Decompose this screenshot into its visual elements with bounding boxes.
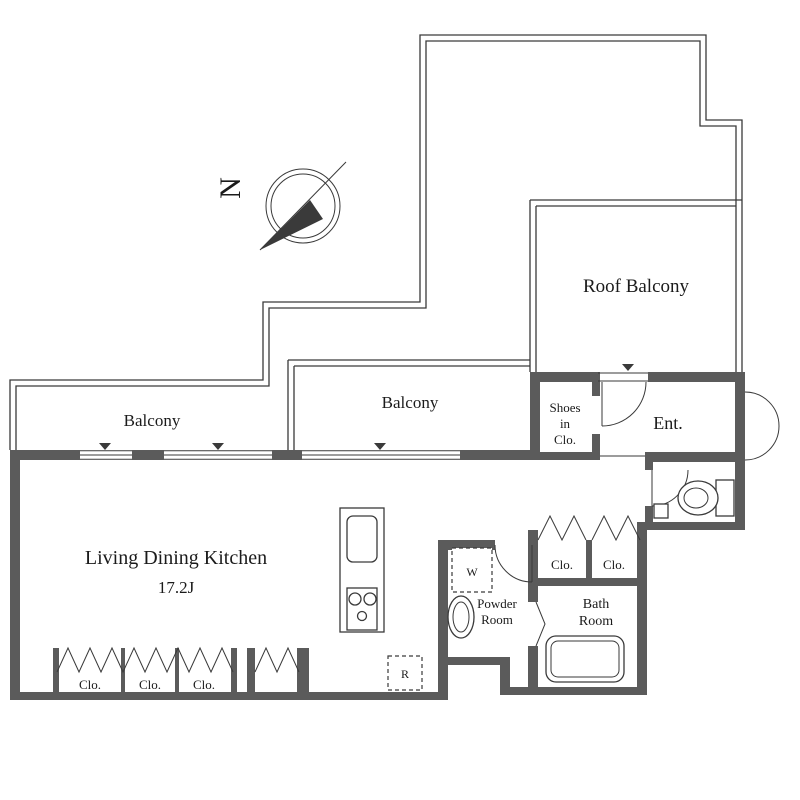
bath-folding-door bbox=[535, 601, 546, 647]
windows bbox=[80, 364, 648, 460]
closet-bifold-hall-b bbox=[591, 514, 641, 542]
toilet-accessory bbox=[653, 503, 669, 519]
powder-sink-icon bbox=[447, 595, 475, 639]
bath-room-label-2: Room bbox=[579, 614, 613, 629]
north-label: N bbox=[214, 177, 247, 199]
wall-bath-right bbox=[637, 522, 647, 695]
balcony-mid-label: Balcony bbox=[382, 393, 439, 412]
toilet-icon bbox=[653, 479, 735, 519]
room-labels: Roof Balcony Balcony Balcony Shoes in Cl… bbox=[79, 276, 690, 692]
walls bbox=[10, 372, 745, 700]
closet-label-a: Clo. bbox=[79, 677, 101, 692]
kitchen-counter bbox=[339, 507, 385, 633]
ldk-label: Living Dining Kitchen bbox=[85, 547, 267, 569]
powder-room-label-1: Powder bbox=[477, 596, 517, 611]
compass-icon: N bbox=[214, 161, 347, 251]
door-tick-ent bbox=[622, 364, 634, 371]
window-mid bbox=[302, 450, 460, 460]
wall-powder-left bbox=[438, 540, 448, 700]
closet-bifold-main bbox=[56, 646, 234, 674]
closet-label-c: Clo. bbox=[193, 677, 215, 692]
balcony-outline bbox=[9, 34, 743, 452]
window-tick-1 bbox=[99, 443, 111, 450]
window-tick-2 bbox=[212, 443, 224, 450]
kitchen-sink-icon bbox=[346, 515, 378, 563]
bath-room-label-1: Bath bbox=[583, 597, 609, 612]
closet-bifold-small bbox=[254, 646, 300, 674]
balcony-divider-rail bbox=[287, 359, 530, 452]
fridge-box bbox=[387, 655, 423, 691]
closet-label-d: Clo. bbox=[551, 557, 573, 572]
roof-balcony-door bbox=[601, 381, 647, 427]
compass-needle-line bbox=[259, 161, 347, 251]
compass-needle bbox=[260, 200, 323, 250]
wall-west bbox=[10, 450, 20, 700]
closet-label-e: Clo. bbox=[603, 557, 625, 572]
washer-box bbox=[451, 547, 493, 593]
balcony-left-label: Balcony bbox=[124, 411, 181, 430]
powder-door bbox=[494, 544, 533, 583]
roof-balcony-label: Roof Balcony bbox=[583, 276, 690, 297]
wall-south bbox=[10, 692, 448, 700]
window-tick-3 bbox=[374, 443, 386, 450]
entrance-label: Ent. bbox=[653, 413, 683, 433]
roof-balcony-rail bbox=[529, 199, 742, 372]
shoes-closet-label-3: Clo. bbox=[554, 432, 576, 447]
washer-label: W bbox=[466, 565, 478, 579]
doors bbox=[56, 381, 780, 674]
ldk-size-label: 17.2J bbox=[158, 578, 195, 597]
window-left-2 bbox=[164, 450, 272, 460]
opening-roof-door bbox=[598, 372, 648, 382]
stove-icon bbox=[346, 587, 378, 631]
window-left-1 bbox=[80, 450, 132, 460]
powder-room-label-2: Room bbox=[481, 612, 513, 627]
wall-shoes-left bbox=[530, 372, 540, 460]
shoes-closet-label-1: Shoes bbox=[549, 400, 580, 415]
front-door-swing bbox=[744, 391, 780, 461]
closet-bifold-hall-a bbox=[537, 514, 587, 542]
fridge-label: R bbox=[401, 667, 409, 681]
bathtub-icon bbox=[545, 635, 625, 683]
shoes-closet-label-2: in bbox=[560, 416, 571, 431]
closet-label-b: Clo. bbox=[139, 677, 161, 692]
